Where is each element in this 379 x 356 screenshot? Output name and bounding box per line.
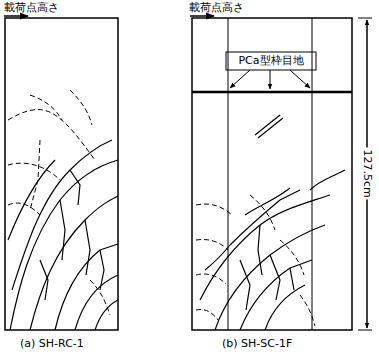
joint-line (192, 91, 352, 94)
callout-label: PCa型枠目地 (236, 54, 305, 67)
cracks-dashed (8, 90, 110, 315)
specimen-caption: (b) SH-SC-1F (222, 337, 292, 350)
cracks-dashed (196, 195, 315, 326)
load-height-label: 載荷点高さ (4, 1, 59, 14)
load-arrow (190, 15, 214, 17)
joint-line (312, 18, 313, 330)
wall-outline (192, 18, 352, 330)
cracks-solid (200, 115, 345, 330)
specimen-caption: (a) SH-RC-1 (20, 337, 84, 350)
wall-outline (5, 18, 118, 330)
cracks-solid (8, 140, 118, 330)
dimension-label: 127.5cm (360, 148, 373, 200)
leader-line (226, 52, 316, 89)
load-height-label: 載荷点高さ (189, 1, 244, 14)
load-arrow (4, 15, 28, 17)
joint-line (228, 18, 229, 330)
